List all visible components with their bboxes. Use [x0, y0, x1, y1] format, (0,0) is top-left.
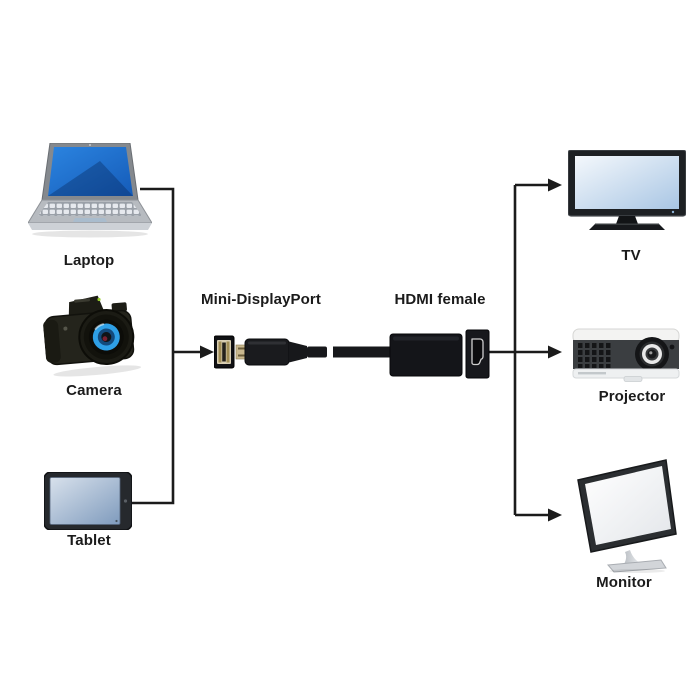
hdmi-female-label: HDMI female: [394, 291, 486, 308]
arrow-right-icon: [200, 345, 214, 359]
mini-displayport-plug-icon: [235, 338, 390, 366]
arrow-right-icon: [548, 508, 562, 522]
projector-figure: [568, 327, 684, 383]
camera-figure: [40, 287, 149, 382]
arrow-right-icon: [548, 345, 562, 359]
left-bus-line: [131, 187, 175, 505]
mini-displayport-label: Mini-DisplayPort: [201, 291, 321, 308]
mini-displayport-port-icon: [214, 335, 235, 369]
tablet-figure: [44, 472, 132, 530]
laptop-icon: [28, 143, 152, 238]
laptop-figure: [28, 143, 152, 239]
monitor-icon: [577, 459, 677, 573]
tv-figure: [568, 150, 686, 234]
mini-displayport-to-hdmi-adapter-icon: [214, 329, 490, 379]
tv-icon: [568, 150, 686, 230]
laptop-label: Laptop: [63, 252, 115, 269]
camera-label: Camera: [66, 382, 122, 399]
hdmi-female-connector-icon: [389, 333, 463, 377]
arrow-right-icon: [548, 178, 562, 192]
monitor-label: Monitor: [596, 574, 652, 591]
tv-label: TV: [621, 247, 641, 264]
projector-icon: [572, 328, 680, 382]
adapter-figure: [214, 326, 492, 382]
projector-label: Projector: [598, 388, 666, 405]
tablet-icon: [44, 472, 132, 530]
hdmi-port-icon: [465, 329, 490, 379]
tablet-label: Tablet: [67, 532, 111, 549]
camera-icon: [43, 295, 142, 377]
monitor-figure: [574, 458, 680, 574]
